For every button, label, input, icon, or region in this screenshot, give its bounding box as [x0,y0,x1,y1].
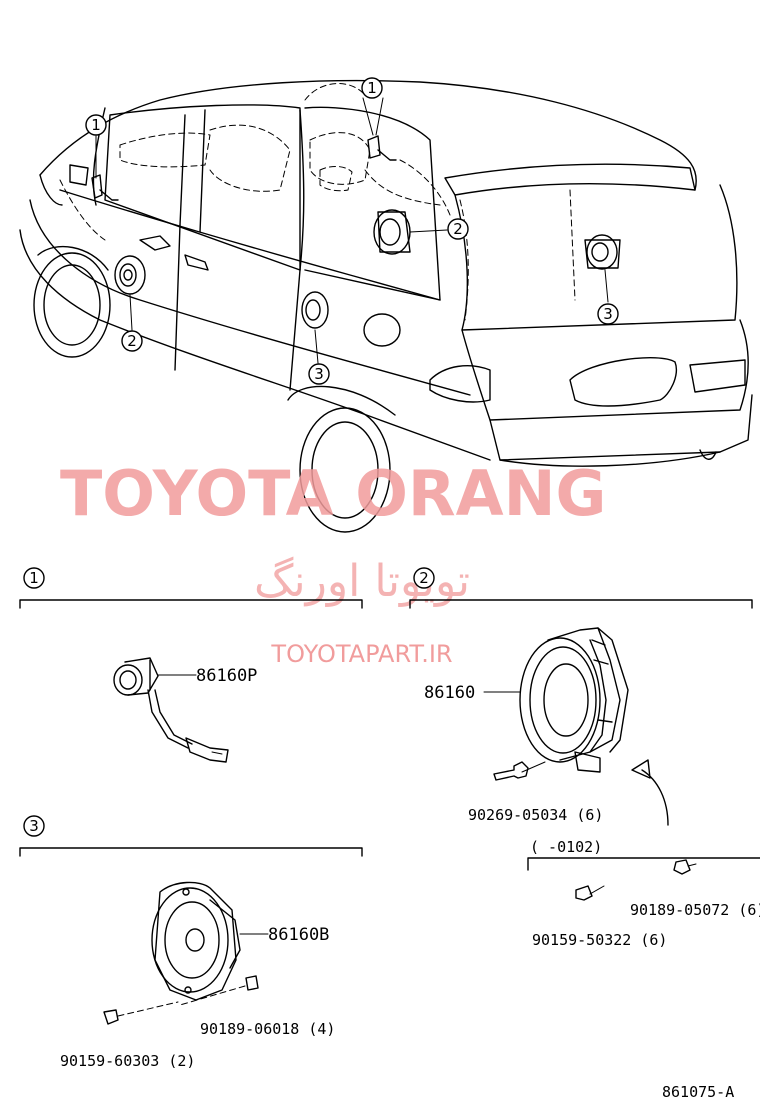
van-speaker-rear-quarter [373,209,411,255]
callout-2-front: 2 [121,330,143,352]
callout-number: 1 [367,79,377,97]
callout-number: 1 [91,116,101,134]
van-speaker-front-door [114,255,146,295]
part-label-90189-06018: 90189-06018 (4) [200,1020,335,1038]
part-label-90159-50322: 90159-50322 (6) [532,931,667,949]
part-label-90159-60303: 90159-60303 (2) [60,1052,195,1070]
range-variant-box: ( -0102) [527,838,760,871]
part-label-86160P: 86160P [196,666,257,686]
section-number: 1 [29,569,39,587]
section-2-header: 2 [409,567,753,609]
tweeter-86160P [113,657,229,763]
section-1-header: 1 [19,567,363,609]
clip-90189-06018 [179,975,259,1006]
van-tweeter-rear [367,135,397,161]
part-label-86160: 86160 [424,683,475,703]
part-label-90189-05072: 90189-05072 (6) [630,901,760,919]
callout-number: 3 [314,365,324,383]
diagram-code: 861075-A [662,1083,734,1101]
callout-2-rear: 2 [447,218,469,240]
van-speaker-slide-door [301,291,329,329]
part-label-86160B: 86160B [268,925,329,945]
range-label: ( -0102) [530,838,602,856]
part-label-90269-05034: 90269-05034 (6) [468,806,603,824]
section-number: 2 [419,569,429,587]
van-speaker-rear-gate [584,234,621,270]
callout-3-rear: 3 [597,303,619,325]
callout-number: 3 [603,305,613,323]
speaker-86160 [519,627,629,773]
callout-3-side: 3 [308,363,330,385]
screw-90159-60303 [103,1001,179,1025]
van-illustration [19,79,753,533]
callout-number: 2 [453,220,463,238]
watermark-url: TOYOTAPART.IR [270,640,452,668]
speaker-86160B [151,881,241,1001]
callout-number: 2 [127,332,137,350]
callout-1-rear: 1 [361,77,383,99]
screw-90189-05072 [673,859,697,875]
van-tweeter-front [91,174,119,201]
section-number: 3 [29,817,39,835]
section-3-header: 3 [19,815,363,857]
watermark-title: TOYOTA ORANG [60,457,606,530]
direction-arrow [631,759,669,826]
callout-1-front: 1 [85,114,107,136]
screw-90269-05034 [493,761,546,781]
screw-90159-50322 [575,885,605,901]
